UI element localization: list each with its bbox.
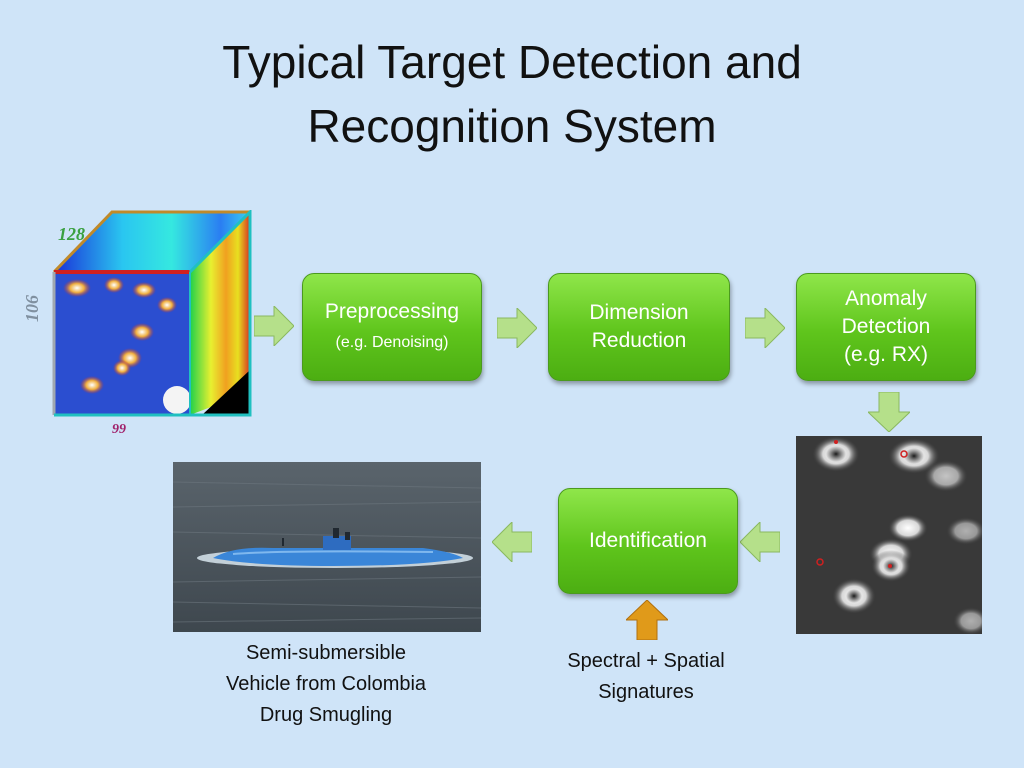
arrow-right-icon [497, 308, 537, 348]
identification-box: Identification [558, 488, 738, 594]
anomaly-map-image [796, 436, 982, 634]
signatures-caption: Spectral + Spatial Signatures [536, 646, 756, 708]
signatures-caption-line-2: Signatures [598, 681, 694, 703]
arrow-left-icon [740, 522, 780, 562]
preprocessing-label: Preprocessing [324, 300, 460, 323]
cube-dimension-bottom: 99 [112, 422, 126, 437]
identification-label: Identification [589, 529, 707, 552]
anomaly-detection-label-3: (e.g. RX) [843, 343, 929, 366]
title-line-2: Recognition System [307, 100, 717, 152]
cube-dimension-side: 106 [22, 295, 42, 322]
arrow-right-icon [745, 308, 785, 348]
slide-title: Typical Target Detection and Recognition… [0, 30, 1024, 158]
dimension-reduction-label-2: Reduction [591, 329, 687, 352]
anomaly-detection-label-2: Detection [841, 315, 931, 338]
arrow-up-icon [626, 600, 668, 640]
preprocessing-box: Preprocessing (e.g. Denoising) [302, 273, 482, 381]
arrow-right-icon [254, 306, 294, 346]
vehicle-caption: Semi-submersible Vehicle from Colombia D… [180, 638, 472, 731]
vehicle-caption-line-1: Semi-submersible [245, 642, 407, 664]
arrow-down-icon [868, 392, 910, 432]
hyperspectral-cube-image [52, 210, 252, 417]
vehicle-photo [173, 462, 481, 632]
anomaly-detection-label-1: Anomaly [845, 287, 927, 310]
dimension-reduction-box: Dimension Reduction [548, 273, 730, 381]
cube-dimension-top: 128 [58, 224, 85, 244]
title-line-1: Typical Target Detection and [222, 36, 802, 88]
signatures-caption-line-1: Spectral + Spatial [567, 650, 725, 672]
dimension-reduction-label-1: Dimension [589, 301, 689, 324]
vehicle-caption-line-2: Vehicle from Colombia [225, 673, 427, 695]
vehicle-caption-line-3: Drug Smugling [259, 704, 393, 726]
preprocessing-sublabel: (e.g. Denoising) [335, 334, 449, 351]
anomaly-detection-box: Anomaly Detection (e.g. RX) [796, 273, 976, 381]
arrow-left-icon [492, 522, 532, 562]
